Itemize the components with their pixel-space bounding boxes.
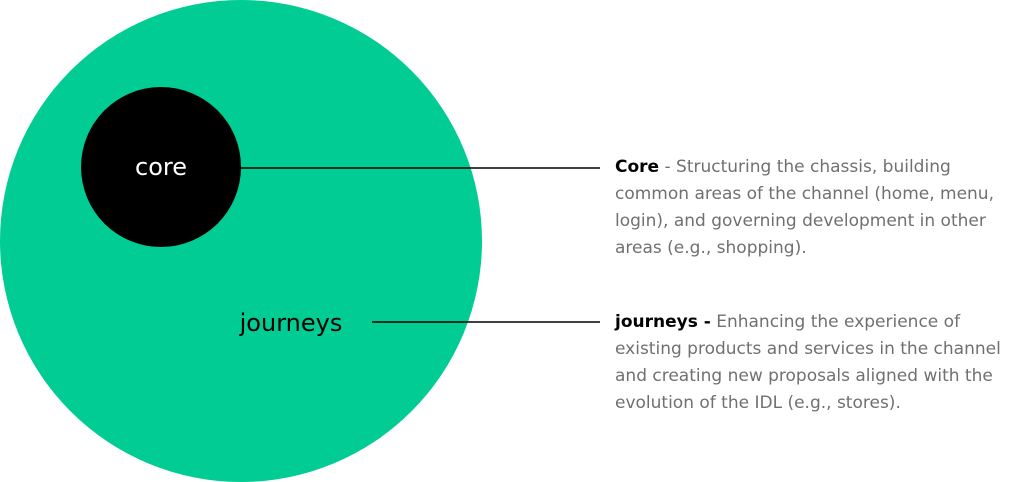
journeys-circle-label: journeys (239, 309, 343, 337)
core-description: Core - Structuring the chassis, building… (615, 154, 1020, 262)
core-term: Core (615, 157, 660, 177)
journeys-outer-circle (0, 0, 482, 482)
journeys-description: journeys - Enhancing the experience of e… (615, 309, 1020, 417)
core-circle-label: core (135, 153, 187, 181)
journeys-description-text: Enhancing the experience of existing pro… (615, 312, 1001, 413)
core-inner-circle (81, 87, 241, 247)
core-description-text: Structuring the chassis, building common… (615, 157, 994, 258)
core-separator: - (659, 157, 677, 177)
journeys-term: journeys - (615, 312, 711, 332)
